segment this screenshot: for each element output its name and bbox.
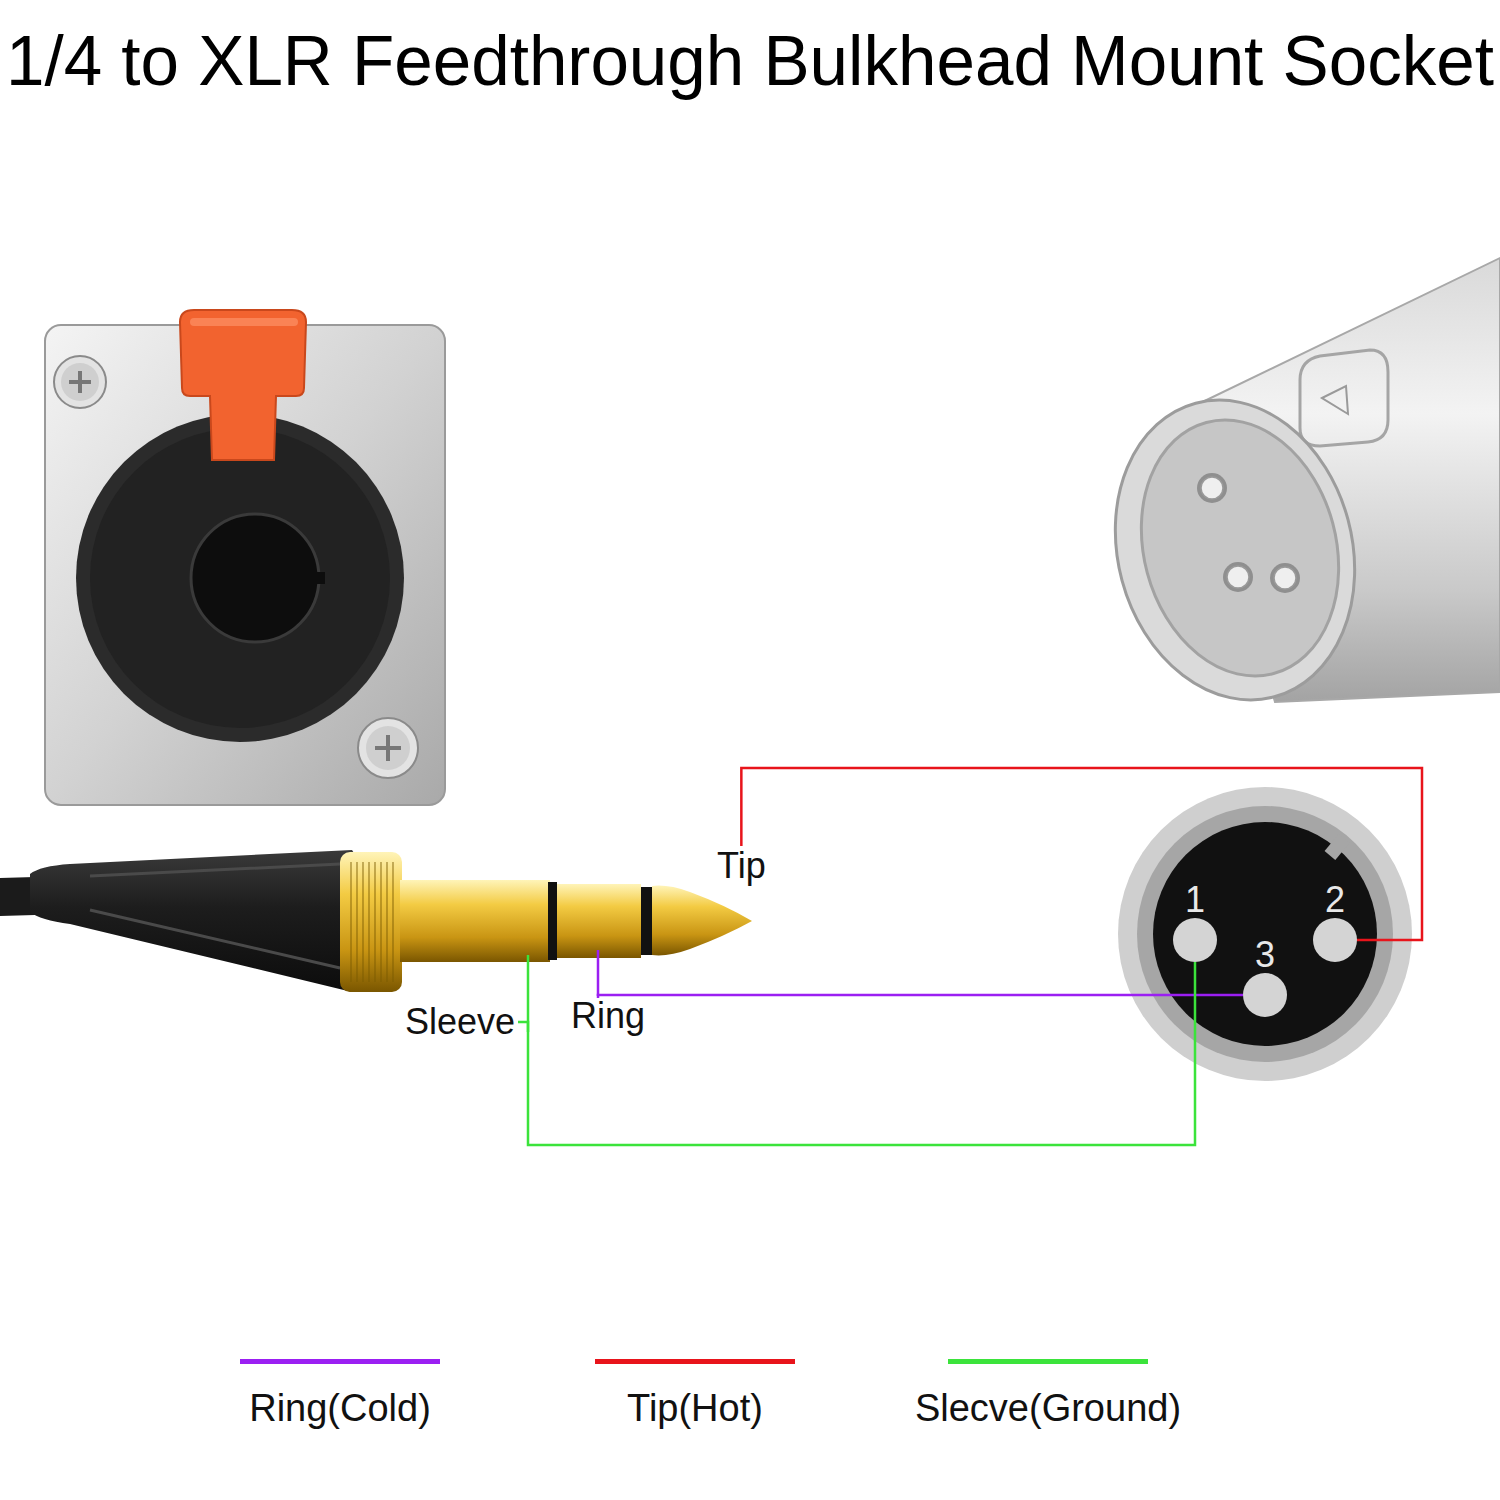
xlr-male-connector — [1083, 373, 1388, 727]
bulkhead-socket — [76, 414, 404, 742]
legend-swatch — [948, 1359, 1148, 1364]
xlr-male-connector — [1274, 567, 1296, 589]
bulkhead-socket — [190, 318, 298, 326]
quarter-inch-plug — [340, 852, 402, 992]
quarter-inch-plug — [90, 864, 340, 968]
legend-text: Ring(Cold) — [249, 1388, 431, 1430]
legend-text: Tip(Hot) — [627, 1388, 763, 1430]
contact-label: Ring — [568, 996, 648, 1036]
xlr-male-connector — [1322, 386, 1348, 414]
contact-name: Sleeve — [405, 1004, 515, 1040]
quarter-inch-plug — [557, 884, 641, 958]
contact-label: Sleeve — [402, 1002, 518, 1042]
quarter-inch-plug — [400, 880, 550, 962]
contact-name: Ring — [571, 998, 645, 1034]
bulkhead-socket — [358, 718, 418, 778]
quarter-inch-plug — [652, 886, 752, 956]
xlr-male-connector — [1300, 350, 1388, 446]
bulkhead-socket — [61, 363, 99, 401]
legend-swatch — [595, 1359, 795, 1364]
xlr-male-connector — [1114, 398, 1367, 699]
xlr-male-connector — [1083, 258, 1500, 727]
quarter-inch-plug — [30, 850, 356, 992]
bulkhead-socket — [366, 726, 410, 770]
xlr-pin: 2 — [1313, 918, 1357, 962]
diagram-title: 1/4 to XLR Feedthrough Bulkhead Mount So… — [6, 26, 1494, 96]
xlr-pin-face — [1118, 787, 1412, 1081]
xlr-pin-face — [1137, 806, 1393, 1062]
bulkhead-socket — [69, 371, 91, 393]
xlr-male-connector — [1201, 477, 1223, 499]
bulkhead-socket — [45, 310, 445, 805]
connectors — [518, 768, 1422, 1145]
xlr-pin-face — [1118, 787, 1412, 1081]
pin-number: 2 — [1325, 882, 1345, 918]
ring-lead — [597, 950, 600, 998]
xlr-male-connector — [1197, 473, 1227, 503]
wire — [598, 995, 1243, 996]
bulkhead-socket — [358, 718, 418, 778]
bulkhead-socket — [191, 514, 319, 642]
legend-item: Tip(Hot) — [525, 1359, 865, 1430]
quarter-inch-plug — [548, 882, 557, 960]
legend-text: Slecve(Ground) — [915, 1388, 1181, 1430]
legend-item: Slecve(Ground) — [878, 1359, 1218, 1430]
xlr-male-connector — [1227, 566, 1249, 588]
xlr-pin: 1 — [1173, 918, 1217, 962]
quarter-inch-plug — [0, 850, 752, 992]
legend-swatch — [240, 1359, 440, 1364]
sleeve-lead — [527, 955, 530, 1032]
quarter-inch-plug — [641, 887, 652, 955]
wire — [741, 768, 1422, 940]
legend-item: Ring(Cold) — [170, 1359, 510, 1430]
bulkhead-socket — [54, 356, 106, 408]
wire — [518, 962, 1195, 1145]
pin-number: 1 — [1185, 882, 1205, 918]
xlr-pin-face — [1325, 834, 1350, 860]
contact-name: Tip — [717, 848, 766, 884]
quarter-inch-plug — [346, 862, 396, 982]
bulkhead-socket — [90, 428, 390, 728]
bulkhead-socket — [316, 572, 325, 584]
bulkhead-socket — [54, 356, 106, 408]
xlr-pin: 3 — [1243, 973, 1287, 1017]
pin-number: 3 — [1255, 937, 1275, 973]
contact-label: Tip — [714, 846, 769, 886]
bulkhead-socket — [180, 310, 306, 460]
xlr-male-connector — [1223, 562, 1253, 592]
xlr-pin-face — [1153, 822, 1377, 1046]
xlr-male-connector — [1270, 563, 1300, 593]
bulkhead-socket — [375, 735, 401, 761]
